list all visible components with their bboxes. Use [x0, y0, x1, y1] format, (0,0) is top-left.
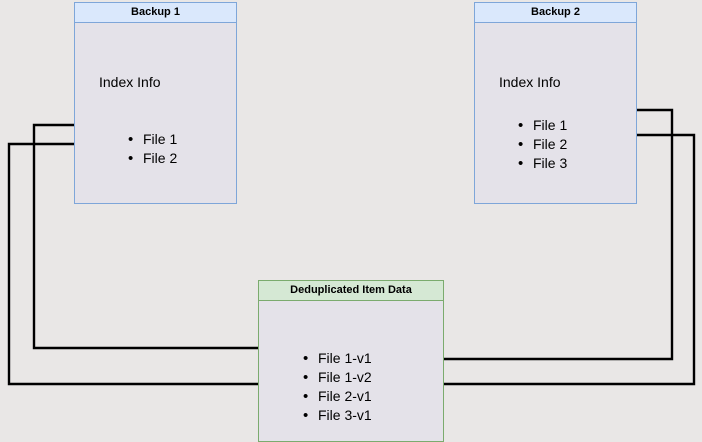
- node-backup2-header: Backup 2: [474, 2, 637, 23]
- node-backup2[interactable]: Backup 2 Index Info File 1 File 2 File 3: [474, 2, 637, 204]
- list-item: File 3: [518, 154, 567, 173]
- node-backup2-body: Index Info File 1 File 2 File 3: [474, 23, 637, 204]
- node-backup2-index-info-label: Index Info: [499, 74, 561, 90]
- node-dedup-file-list: File 1-v1 File 1-v2 File 2-v1 File 3-v1: [303, 349, 372, 425]
- list-item: File 2: [128, 149, 177, 168]
- node-backup1-body: Index Info File 1 File 2: [74, 23, 237, 204]
- node-backup1-index-info-label: Index Info: [99, 74, 161, 90]
- node-deduplicated-item-data[interactable]: Deduplicated Item Data File 1-v1 File 1-…: [258, 280, 444, 442]
- list-item: File 1-v1: [303, 349, 372, 368]
- node-backup1[interactable]: Backup 1 Index Info File 1 File 2: [74, 2, 237, 204]
- list-item: File 1: [518, 116, 567, 135]
- list-item: File 1-v2: [303, 368, 372, 387]
- node-backup1-file-list: File 1 File 2: [128, 130, 177, 168]
- list-item: File 1: [128, 130, 177, 149]
- list-item: File 3-v1: [303, 406, 372, 425]
- node-backup2-file-list: File 1 File 2 File 3: [518, 116, 567, 173]
- list-item: File 2: [518, 135, 567, 154]
- node-dedup-body: File 1-v1 File 1-v2 File 2-v1 File 3-v1: [258, 301, 444, 442]
- node-backup1-header: Backup 1: [74, 2, 237, 23]
- list-item: File 2-v1: [303, 387, 372, 406]
- node-dedup-header: Deduplicated Item Data: [258, 280, 444, 301]
